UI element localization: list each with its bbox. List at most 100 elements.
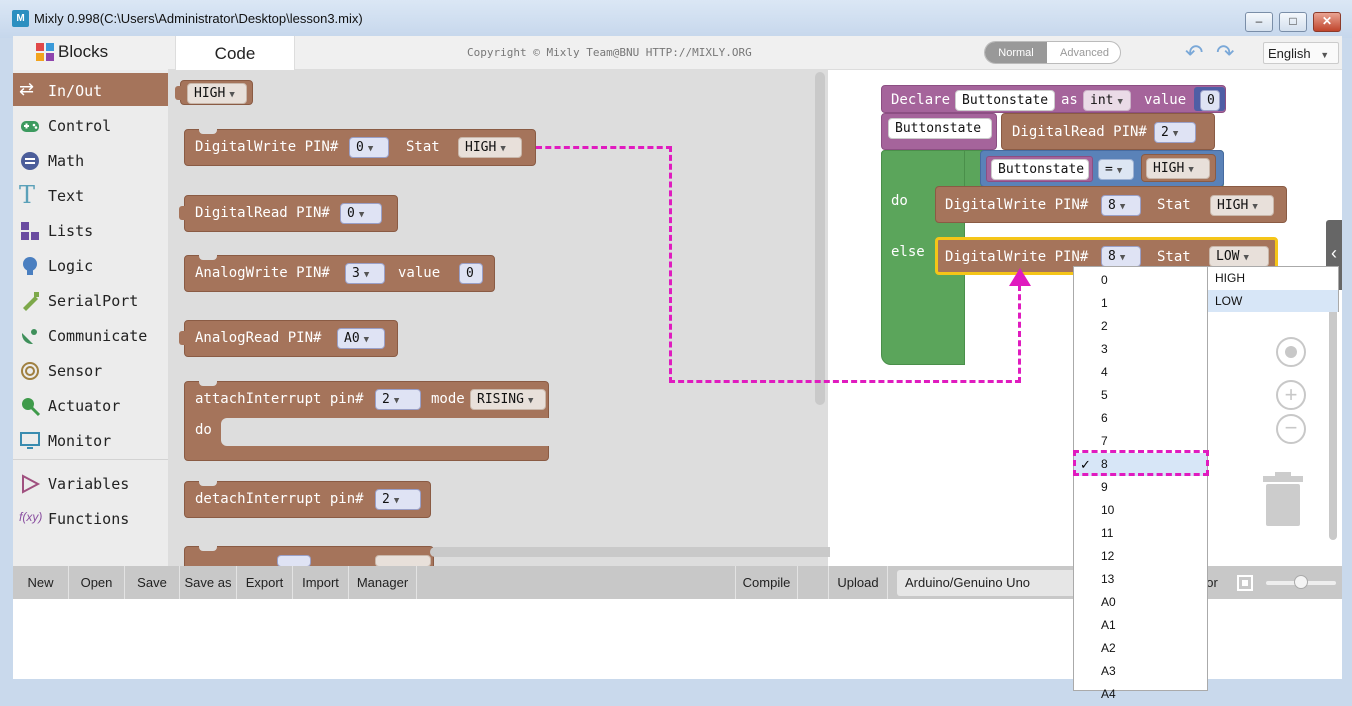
pin-option[interactable]: 11 (1074, 522, 1207, 545)
block-digitalread-ws[interactable]: DigitalRead PIN# 2▼ (1001, 113, 1215, 150)
flyout-scrollbar-vertical[interactable] (815, 72, 825, 405)
pin-option[interactable]: ✓8 (1074, 453, 1207, 476)
pin-option[interactable]: A2 (1074, 637, 1207, 660)
zoom-out-icon[interactable]: − (1276, 414, 1306, 444)
pin-option[interactable]: 9 (1074, 476, 1207, 499)
field-stat[interactable]: LOW▼ (1209, 246, 1269, 267)
block-high[interactable]: HIGH▼ (175, 80, 253, 105)
block-pinmode-partial[interactable] (184, 546, 434, 567)
pin-option[interactable]: A3 (1074, 660, 1207, 683)
category-inout[interactable]: ⇄ In/Out (13, 73, 168, 106)
pin-option[interactable]: A4 (1074, 683, 1207, 706)
category-logic[interactable]: Logic (13, 248, 168, 281)
field-pin[interactable]: 8▼ (1101, 195, 1141, 216)
pin-option[interactable]: 1 (1074, 292, 1207, 315)
block-digitalwrite-else[interactable]: DigitalWrite PIN# 8▼ Stat LOW▼ (935, 237, 1278, 275)
field-pin[interactable]: 0▼ (340, 203, 382, 224)
save-as-button[interactable]: Save as (180, 566, 237, 599)
mode-normal[interactable]: Normal (985, 42, 1047, 63)
category-sensor[interactable]: Sensor (13, 353, 168, 386)
block-analogread[interactable]: AnalogRead PIN# A0▼ (179, 320, 398, 357)
category-serialport[interactable]: SerialPort (13, 283, 168, 316)
field-mode[interactable]: RISING▼ (470, 389, 546, 410)
new-button[interactable]: New (13, 566, 69, 599)
tab-code[interactable]: Code (175, 36, 295, 70)
close-button[interactable]: ✕ (1313, 12, 1341, 32)
stat-option-high[interactable]: HIGH (1215, 271, 1245, 285)
category-control[interactable]: Control (13, 108, 168, 141)
field-value[interactable]: HIGH▼ (1146, 158, 1210, 179)
block-digitalread[interactable]: DigitalRead PIN# 0▼ (179, 195, 398, 232)
field-value[interactable]: 0 (459, 263, 483, 284)
block-analogwrite[interactable]: AnalogWrite PIN# 3▼ value 0 (184, 255, 495, 292)
serial-monitor-button[interactable]: or (1206, 575, 1218, 590)
block-declare[interactable]: Declare Buttonstate as int▼ value 0 (881, 85, 1226, 113)
maximize-button[interactable]: □ (1279, 12, 1307, 32)
field-var-name[interactable]: Buttonstate (888, 118, 992, 139)
field-high[interactable]: HIGH▼ (187, 83, 247, 104)
category-text[interactable]: T Text (13, 178, 168, 211)
category-math[interactable]: Math (13, 143, 168, 176)
block-compare[interactable]: Buttonstate =▼ HIGH▼ (980, 150, 1224, 187)
field-stat[interactable]: HIGH▼ (1210, 195, 1274, 216)
field-pin[interactable]: 0▼ (349, 137, 389, 158)
pin-option[interactable]: 7 (1074, 430, 1207, 453)
field-var-name[interactable]: Buttonstate (991, 159, 1089, 180)
mode-toggle[interactable]: Normal Advanced (984, 41, 1121, 64)
pin-option[interactable]: 2 (1074, 315, 1207, 338)
category-monitor[interactable]: Monitor (13, 423, 168, 456)
pin-option[interactable]: 3 (1074, 338, 1207, 361)
field-pin[interactable]: 2▼ (375, 489, 421, 510)
compile-button[interactable]: Compile (735, 566, 798, 599)
minimize-button[interactable]: – (1245, 12, 1273, 32)
workspace-scrollbar-horizontal[interactable] (430, 547, 902, 557)
field-var-name[interactable]: Buttonstate (955, 90, 1055, 111)
category-communicate[interactable]: Communicate (13, 318, 168, 351)
category-variables[interactable]: Variables (13, 466, 168, 499)
field-pin[interactable]: 8▼ (1101, 246, 1141, 267)
trash-icon[interactable] (1261, 470, 1305, 528)
pin-option[interactable]: 10 (1074, 499, 1207, 522)
pin-option[interactable]: A0 (1074, 591, 1207, 614)
open-button[interactable]: Open (69, 566, 125, 599)
redo-icon[interactable]: ↷ (1216, 40, 1235, 65)
pin-option[interactable]: 12 (1074, 545, 1207, 568)
import-button[interactable]: Import (293, 566, 349, 599)
field-pin[interactable]: 2▼ (1154, 122, 1196, 143)
chip-icon[interactable] (1234, 573, 1256, 593)
workspace-scrollbar-vertical[interactable] (1329, 292, 1337, 540)
pin-option[interactable]: 0 (1074, 269, 1207, 292)
pin-option[interactable]: 13 (1074, 568, 1207, 591)
language-select[interactable]: English ▼ (1263, 42, 1339, 64)
field-type[interactable]: int▼ (1083, 90, 1131, 111)
mode-advanced[interactable]: Advanced (1060, 47, 1109, 59)
tab-blocks[interactable]: Blocks (13, 36, 168, 70)
recenter-icon[interactable] (1276, 337, 1306, 367)
pin-option[interactable]: 6 (1074, 407, 1207, 430)
manager-button[interactable]: Manager (349, 566, 417, 599)
field-value[interactable]: 0 (1200, 90, 1220, 111)
block-detachinterrupt[interactable]: detachInterrupt pin# 2▼ (184, 481, 431, 518)
field-stat[interactable]: HIGH▼ (458, 137, 522, 158)
block-attachinterrupt[interactable]: attachInterrupt pin# 2▼ mode RISING▼ do (184, 381, 551, 461)
pin-option[interactable]: A1 (1074, 614, 1207, 637)
zoom-in-icon[interactable]: + (1276, 380, 1306, 410)
field-pin[interactable]: A0▼ (337, 328, 385, 349)
board-select[interactable]: Arduino/Genuino Uno (897, 570, 1077, 596)
field-pin[interactable]: 2▼ (375, 389, 421, 410)
upload-button[interactable]: Upload (828, 566, 888, 599)
field-operator[interactable]: =▼ (1098, 159, 1134, 180)
stat-option-low[interactable]: ✓ LOW (1188, 290, 1338, 312)
undo-icon[interactable]: ↶ (1185, 40, 1204, 65)
save-button[interactable]: Save (125, 566, 180, 599)
block-digitalwrite-do[interactable]: DigitalWrite PIN# 8▼ Stat HIGH▼ (935, 186, 1287, 223)
category-functions[interactable]: f(xy) Functions (13, 501, 168, 534)
zoom-slider-handle[interactable] (1294, 575, 1308, 589)
field-pin[interactable]: 3▼ (345, 263, 385, 284)
category-lists[interactable]: Lists (13, 213, 168, 246)
pin-option[interactable]: 4 (1074, 361, 1207, 384)
category-actuator[interactable]: Actuator (13, 388, 168, 421)
export-button[interactable]: Export (237, 566, 293, 599)
pin-option[interactable]: 5 (1074, 384, 1207, 407)
block-assign[interactable]: Buttonstate (881, 113, 997, 150)
